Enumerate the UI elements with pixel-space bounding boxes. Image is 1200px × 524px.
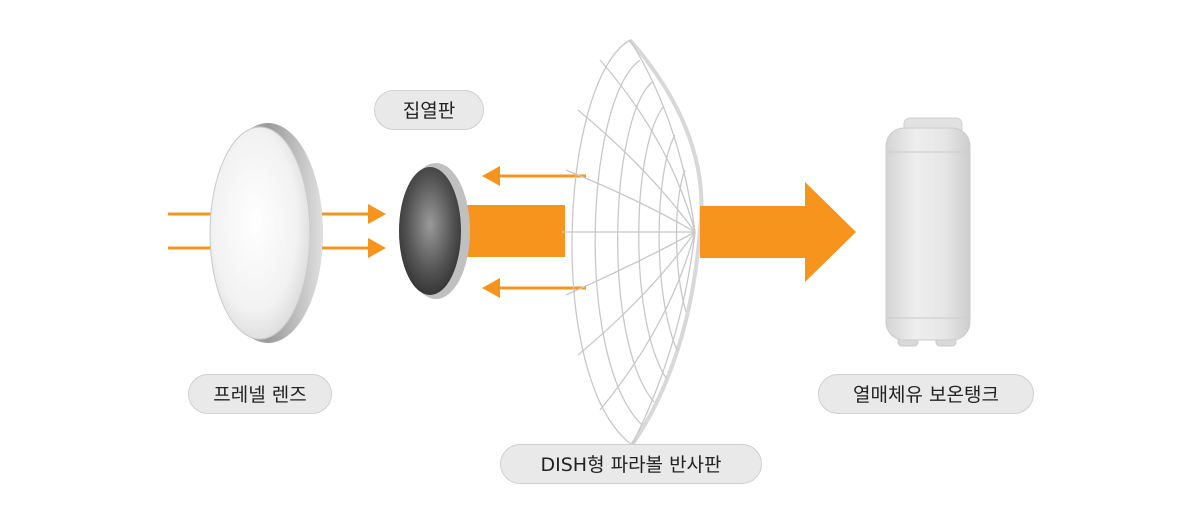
concentrated-beam — [455, 205, 565, 257]
fresnel-lens-label: 프레넬 렌즈 — [188, 374, 332, 414]
parabolic-dish-icon — [562, 38, 704, 447]
heat-collector-icon — [399, 163, 470, 299]
dish-reflector-label: DISH형 파라볼 반사판 — [500, 444, 762, 484]
fresnel-lens-icon — [209, 123, 323, 343]
heat-output-arrow — [700, 182, 856, 282]
reflected-light-arrows — [482, 166, 586, 298]
storage-tank-icon — [885, 117, 971, 347]
collector-label: 집열판 — [374, 90, 484, 130]
focused-light-arrows — [322, 204, 386, 258]
storage-tank-label: 열매체유 보온탱크 — [818, 374, 1034, 414]
